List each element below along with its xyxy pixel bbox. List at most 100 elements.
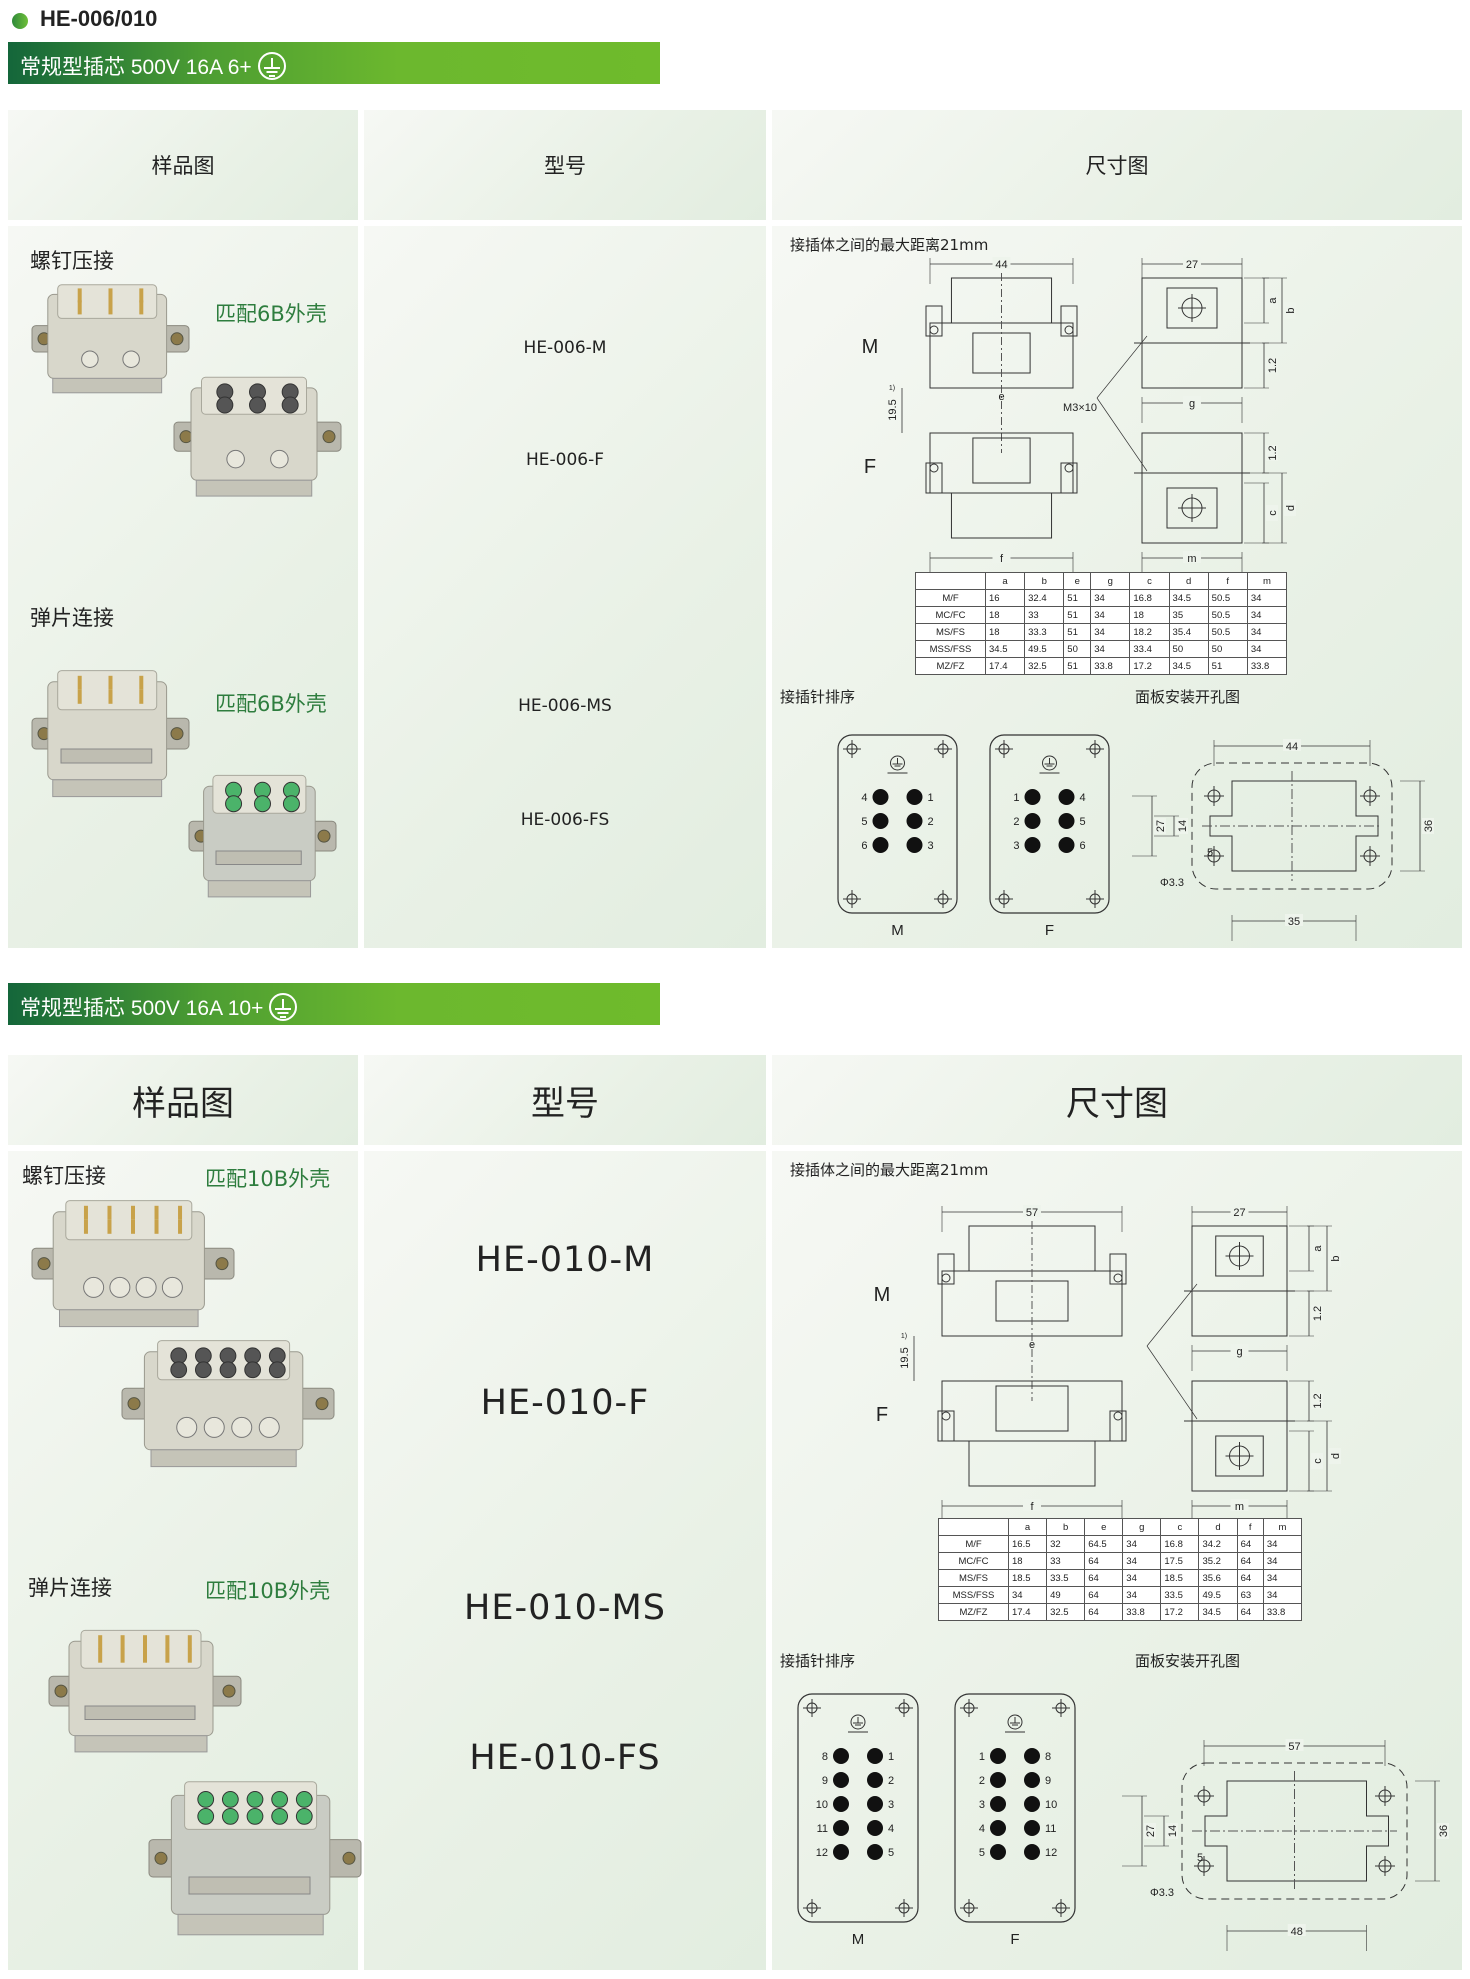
table-cell: 34 — [1262, 1586, 1303, 1604]
table-cell: 64 — [1236, 1535, 1264, 1553]
column-header: e — [1084, 1518, 1124, 1536]
width-dimension: 44 — [995, 259, 1007, 271]
earth-icon — [1039, 755, 1060, 774]
product-photo-fs — [188, 774, 337, 898]
column-header: b — [1024, 572, 1065, 590]
g-dimension: g — [1236, 1346, 1242, 1358]
panel-cutout-title: 面板安装开孔图 — [1135, 1652, 1241, 1670]
column-header: a — [984, 572, 1026, 590]
model-number: HE-006-M — [523, 338, 607, 358]
model-number: HE-010-FS — [469, 1738, 661, 1778]
pin-contact — [1024, 837, 1041, 853]
table-cell: 34 — [1262, 1535, 1303, 1553]
table-cell: 17.5 — [1160, 1552, 1200, 1570]
column-header-label: 型号 — [531, 1083, 599, 1124]
column-body-model — [364, 1151, 766, 1970]
table-cell: 32.5 — [1046, 1603, 1086, 1621]
b-dimension: b — [1330, 1255, 1342, 1261]
b-dimension: b — [1285, 307, 1297, 313]
column-header: m — [1246, 572, 1288, 590]
pin-contact — [872, 813, 889, 829]
pin-number: 5 — [888, 1847, 894, 1859]
pin-number: 3 — [1013, 840, 1019, 852]
earth-icon — [257, 52, 286, 80]
pin-contact — [990, 1820, 1006, 1836]
table-cell: 18 — [984, 606, 1026, 624]
side-width-dimension: 27 — [1233, 1207, 1245, 1219]
row-label: M/F — [915, 589, 986, 607]
column-header: m — [1262, 1518, 1303, 1536]
model-number: HE-006-FS — [520, 810, 610, 830]
table-cell: 51 — [1063, 623, 1092, 641]
table-cell: 33 — [1024, 606, 1065, 624]
table-cell: 35.6 — [1198, 1569, 1238, 1587]
gap-dimension: 1.2 — [1312, 1306, 1324, 1321]
pin-contact — [990, 1748, 1006, 1764]
table-cell: 34 — [1122, 1569, 1162, 1587]
column-header-label: 样品图 — [132, 1083, 234, 1124]
f-dimension: f — [1030, 1501, 1034, 1513]
panel-hole-dimension: Φ3.3 — [1160, 877, 1184, 889]
gap2-dimension: 1.2 — [1267, 445, 1279, 460]
table-cell: 64 — [1236, 1569, 1264, 1587]
table-cell: 64.5 — [1084, 1535, 1124, 1553]
drawing-f-label: F — [864, 456, 876, 478]
table-cell: 34 — [1246, 589, 1288, 607]
table-cell: 50.5 — [1207, 589, 1248, 607]
panel-inner-dimension: 14 — [1177, 820, 1189, 832]
table-cell: 17.2 — [1129, 657, 1170, 675]
panel-width-dimension: 44 — [1286, 741, 1298, 753]
table-cell: 18.2 — [1129, 623, 1170, 641]
pin-contact — [1024, 1772, 1040, 1788]
pin-number: 6 — [861, 840, 867, 852]
column-header: e — [1063, 572, 1092, 590]
pin-layout-label: F — [1010, 1931, 1019, 1948]
pin-contact — [1024, 813, 1041, 829]
pin-number: 1 — [1013, 792, 1019, 804]
table-cell: 50 — [1168, 640, 1209, 658]
column-header-label: 尺寸图 — [1066, 1083, 1168, 1124]
pin-contact — [867, 1796, 883, 1812]
table-cell: 33.8 — [1122, 1603, 1162, 1621]
table-cell: 34 — [1262, 1569, 1303, 1587]
pin-layout-label: M — [852, 1931, 865, 1948]
table-cell: 32.4 — [1024, 589, 1065, 607]
d-dimension: d — [1330, 1453, 1342, 1459]
table-cell: 64 — [1084, 1603, 1124, 1621]
column-header-sample: 样品图 — [8, 110, 358, 220]
pin-contact — [906, 837, 923, 853]
pin-contact — [906, 813, 923, 829]
table-cell: 16.8 — [1160, 1535, 1200, 1553]
panel-hole-dimension: Φ3.3 — [1150, 1887, 1174, 1899]
column-header-model: 型号 — [364, 110, 766, 220]
table-cell: 64 — [1236, 1603, 1264, 1621]
column-header: c — [1129, 572, 1170, 590]
e-dimension: e — [998, 391, 1004, 403]
column-body-model — [364, 226, 766, 948]
pin-number: 2 — [1013, 816, 1019, 828]
table-cell: 64 — [1084, 1569, 1124, 1587]
column-header: d — [1198, 1518, 1238, 1536]
table-cell: 50.5 — [1207, 606, 1248, 624]
table-cell: 18 — [1129, 606, 1170, 624]
product-photo-ms — [48, 1629, 242, 1753]
pin-number: 2 — [928, 816, 934, 828]
row-label: MSS/FSS — [938, 1586, 1009, 1604]
table-cell: 49 — [1046, 1586, 1086, 1604]
pin-number: 8 — [822, 1751, 828, 1763]
pin-contact — [867, 1844, 883, 1860]
pin-number: 4 — [979, 1823, 985, 1835]
table-cell: 35 — [1168, 606, 1209, 624]
title-bullet-icon — [12, 13, 28, 29]
pin-contact — [833, 1844, 849, 1860]
